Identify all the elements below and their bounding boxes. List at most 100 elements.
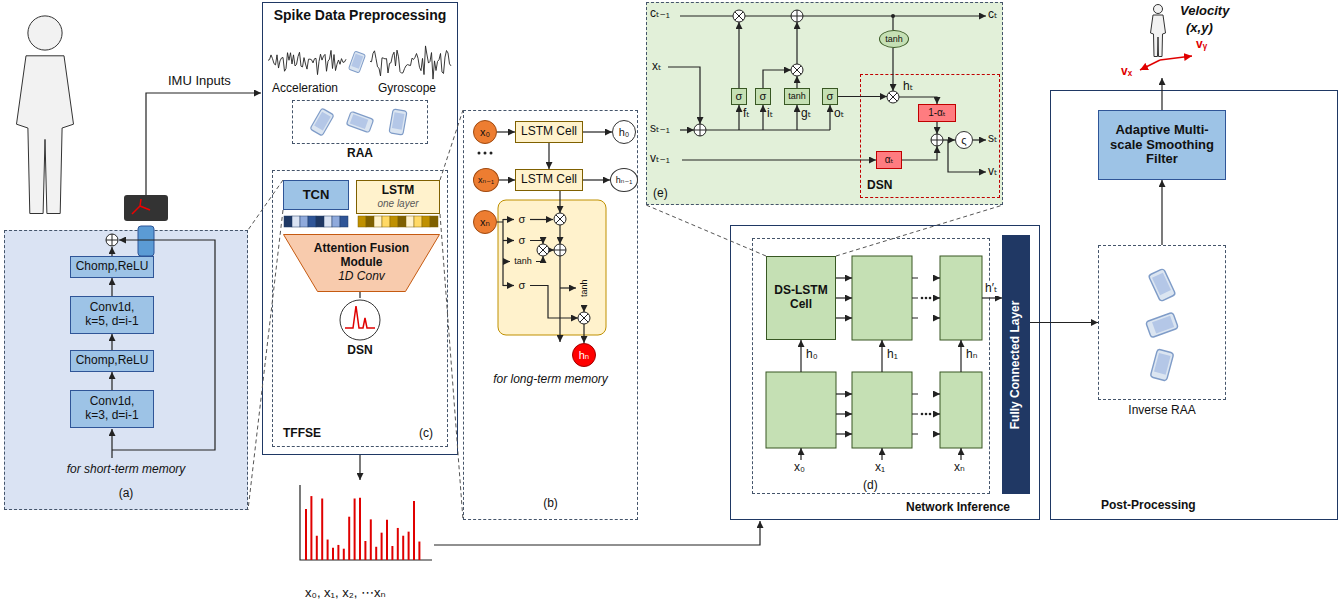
phone-icon (310, 108, 334, 136)
lstm-cell-detail (478, 152, 607, 344)
region-label: (e) (653, 187, 668, 201)
variable-circle: xₙ₋₁ (473, 168, 499, 192)
lstm-cell-detail (503, 219, 514, 220)
spike-train (413, 501, 415, 560)
ds-lstm-wires (936, 122, 937, 134)
feature-bar (284, 216, 438, 227)
arrow-connector (1162, 180, 1163, 245)
feature-bar (332, 216, 340, 227)
lstm-cell-detail (497, 219, 503, 286)
node-text: DS-LSTM Cell (773, 284, 829, 312)
signal-wire (146, 78, 1162, 545)
annotation-label: hₙ (966, 348, 977, 362)
human-figure (16, 5, 1165, 214)
lstm-cell-detail (583, 306, 584, 312)
phone-icon (1148, 268, 1175, 301)
spike-train (391, 546, 393, 560)
feature-bar (292, 216, 300, 227)
panel-box: Adaptive Multi-scale Smoothing FilterInv… (1050, 90, 1338, 520)
arrow-connector (112, 334, 113, 350)
region-label: Spike Data Preprocessing (263, 7, 457, 23)
arrow-connector (583, 131, 612, 132)
spike-train (402, 536, 404, 560)
weight-box: αₜ (876, 151, 902, 169)
connector-layer (112, 110, 1162, 520)
node-text: σ (519, 279, 526, 292)
lstm-cell-detail (554, 244, 566, 256)
feature-bar (406, 216, 414, 227)
region-label: RAA (293, 147, 427, 161)
node-text: h₀ (619, 126, 630, 139)
annotation-label: (x,y) (1186, 21, 1213, 36)
region-label: DSN (325, 344, 395, 358)
network-grid (836, 277, 852, 278)
feature-bar (430, 216, 438, 227)
node-text: σ (519, 234, 526, 247)
node-text: hₙ (579, 349, 590, 362)
lstm-cell-detail (484, 152, 487, 155)
node-text: tanh (788, 91, 806, 101)
network-grid (960, 340, 961, 372)
variable-circle: hₙ (572, 343, 596, 367)
node-text: LSTM Cell (521, 125, 577, 139)
network-grid (836, 433, 852, 434)
feature-bar (316, 216, 324, 227)
process-box: Chomp,ReLU (70, 256, 154, 278)
ds-lstm-wires (796, 76, 797, 88)
arrow-connector (111, 372, 112, 390)
network-grid (921, 413, 924, 416)
velocity-axes (1140, 56, 1192, 70)
network-grid (836, 297, 852, 298)
neuron-icon (325, 298, 395, 342)
annotation-label: vₜ (988, 165, 998, 179)
zoom-connector (248, 180, 283, 230)
lstm-cell-detail (498, 200, 606, 335)
zoom-connector (440, 110, 463, 520)
ds-lstm-wires (892, 48, 893, 91)
region-label: for short-term memory (5, 463, 247, 477)
region-label: (a) (5, 487, 247, 501)
annotation-label: oₜ (834, 107, 844, 121)
node-text: x₀ (480, 126, 490, 139)
ds-lstm-wires (838, 96, 887, 97)
annotation-label: Acceleration (272, 82, 338, 96)
network-grid (933, 413, 940, 414)
network-grid (836, 393, 852, 394)
lstm-cell-detail (503, 285, 514, 286)
phone-icon (1150, 349, 1174, 381)
spike-train (310, 496, 312, 560)
node-text: LSTM (382, 184, 415, 198)
arrow-connector (549, 143, 550, 169)
network-grid (929, 413, 932, 416)
panel-box: DS-LSTM Cell(d)Fully Connected LayerNetw… (730, 225, 1040, 520)
panel-box: RAATCNLSTMone layerAttention Fusion Modu… (262, 2, 458, 455)
network-grid (933, 433, 940, 434)
process-box: Conv1d, k=3, d=i-1 (70, 390, 154, 428)
gate-box: tanh (510, 254, 536, 269)
signal-wire (146, 93, 261, 195)
lstm-box: LSTM Cell (515, 121, 583, 143)
neuron-icon (340, 300, 380, 340)
annotation-label: hₜ (903, 80, 913, 94)
phone-icon (1146, 312, 1179, 338)
annotation-label: fₜ (743, 107, 750, 121)
node-text: αₜ (885, 154, 894, 166)
network-grid (881, 448, 882, 460)
lstm-cell-detail (536, 256, 543, 262)
lstm-cell-detail (583, 324, 584, 343)
node-text: Attention Fusion Module (303, 242, 421, 270)
dsn-region: 1-αₜαₜςDSN (860, 74, 1000, 198)
node-text: Chomp,ReLU (76, 260, 149, 274)
spike-train (321, 499, 323, 560)
node-text: Fully Connected Layer (1009, 300, 1023, 429)
neuron-icon (345, 306, 375, 328)
feature-bar (398, 216, 406, 227)
region-label: Inverse RAA (1099, 404, 1225, 418)
network-grid (925, 413, 928, 416)
arrow-connector (360, 292, 361, 298)
variable-circle: tanh (879, 30, 909, 48)
network-grid (912, 278, 918, 434)
node-text: σ (519, 213, 526, 226)
annotation-label: cₜ (988, 8, 998, 22)
